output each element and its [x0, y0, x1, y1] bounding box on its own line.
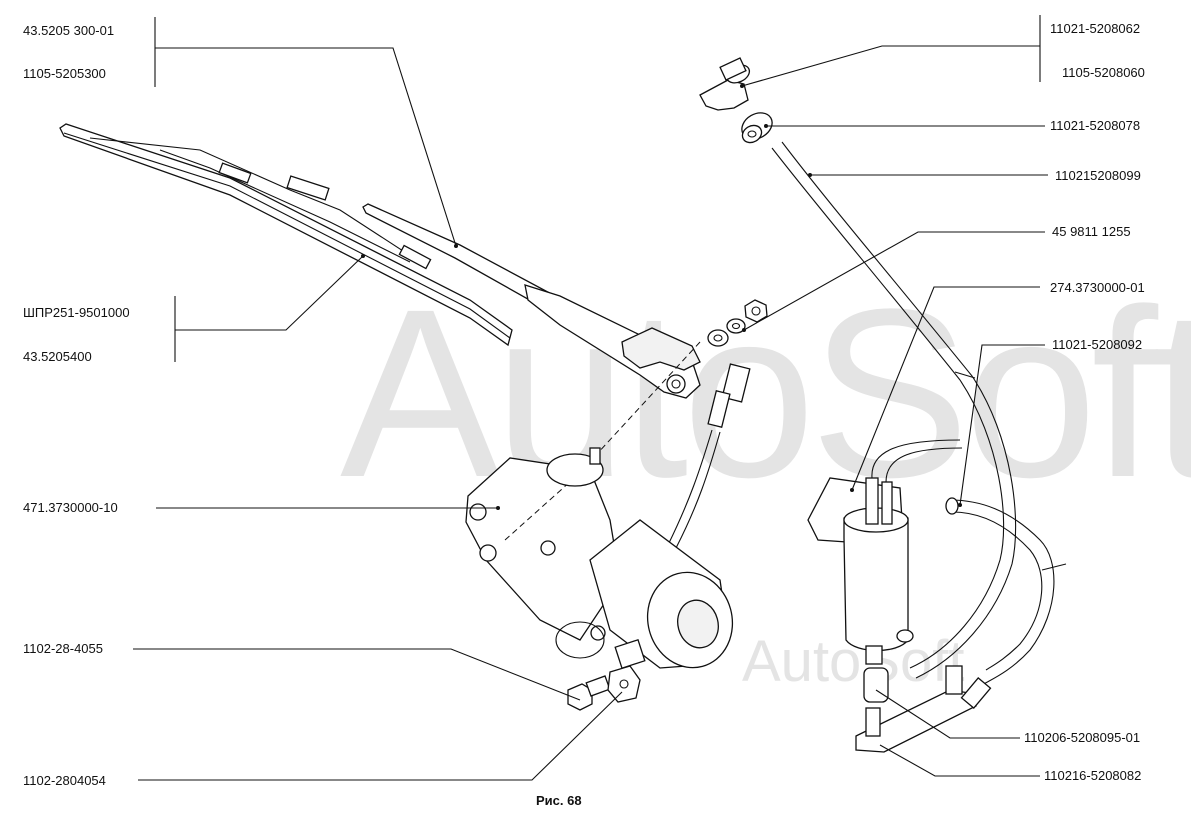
label-blade-assembly-2: 1105-5205300 [23, 66, 106, 81]
nozzle-grommet [741, 112, 773, 144]
figure-caption: Рис. 68 [536, 793, 582, 808]
wiper-arm [362, 203, 701, 399]
label-blade-assembly-1: 43.5205 300-01 [23, 23, 115, 38]
label-nut: 45 9811 1255 [1052, 224, 1131, 239]
washer-nozzle [699, 57, 751, 111]
wiper-blade [59, 123, 513, 347]
nut-and-washers [707, 299, 768, 347]
label-nozzle-1: 11021-5208062 [1050, 21, 1141, 36]
label-washer: 1102-2804054 [23, 773, 106, 788]
label-grommet: 11021-5208078 [1050, 118, 1141, 133]
hose-tee [855, 665, 992, 753]
leader-lines [133, 15, 1048, 781]
label-pump-hose: 11021-5208092 [1052, 337, 1143, 352]
label-wiper-blade-1: ШПР251-9501000 [23, 305, 130, 320]
wiper-motor [465, 447, 734, 669]
washer-hoses [771, 141, 1067, 686]
electrical-connector [667, 363, 751, 549]
label-nozzle-2: 1105-5208060 [1062, 65, 1145, 80]
label-hose: 110215208099 [1055, 168, 1141, 183]
label-wiper-motor: 471.3730000-10 [23, 500, 118, 515]
label-hose-adapter: 110206-5208095-01 [1024, 730, 1141, 745]
label-bolt: 1102-28-4055 [23, 641, 103, 656]
label-tee: 110216-5208082 [1044, 768, 1142, 783]
label-wiper-blade-2: 43.5205400 [23, 349, 92, 364]
label-washer-pump: 274.3730000-01 [1050, 280, 1145, 295]
bolt-and-washer [567, 665, 641, 711]
washer-pump [807, 439, 963, 665]
